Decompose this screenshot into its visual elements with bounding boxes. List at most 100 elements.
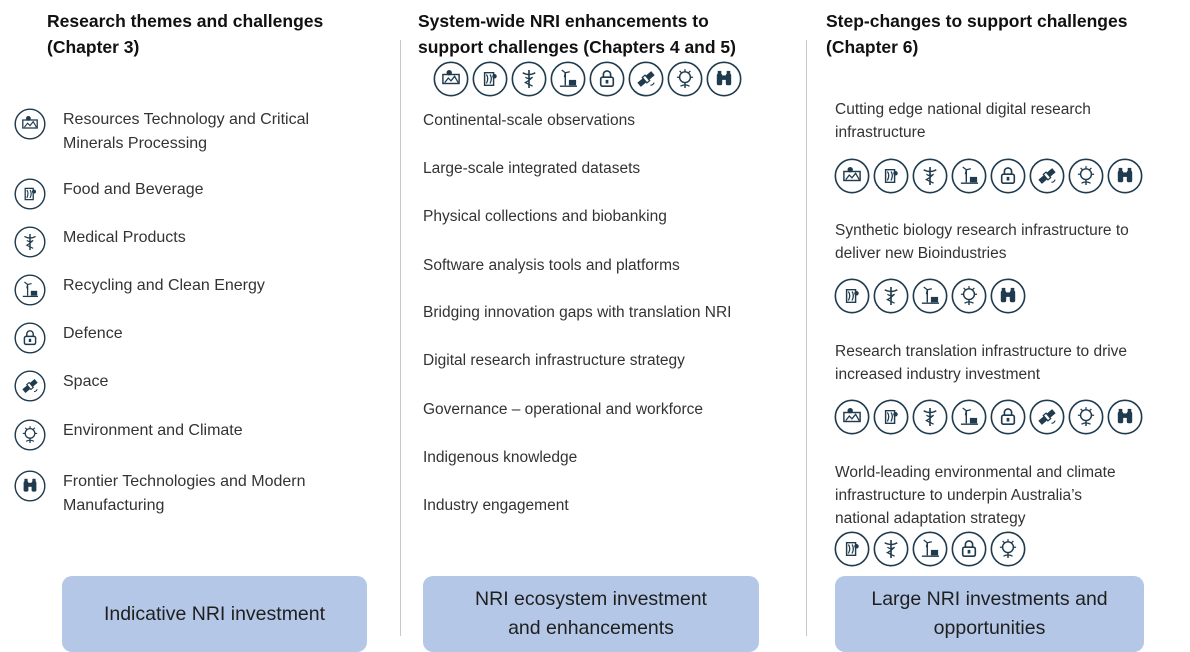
medical-icon — [873, 278, 909, 314]
theme-label: Defence — [63, 325, 123, 342]
medical-icon — [14, 226, 46, 258]
medical-icon — [873, 531, 909, 567]
step-change-line: increased industry investment — [835, 366, 1041, 383]
resources-icon — [834, 399, 870, 435]
defence-lock-icon — [951, 531, 987, 567]
recycling-energy-icon — [912, 278, 948, 314]
medical-icon — [912, 399, 948, 435]
middle-column-heading: System-wide NRI enhancements to support … — [418, 8, 736, 60]
theme-row-space: Space — [14, 370, 363, 402]
defence-lock-icon — [14, 322, 46, 354]
theme-label: Recycling and Clean Energy — [63, 277, 265, 294]
satellite-icon — [1029, 399, 1065, 435]
right-heading-line1: Step-changes to support challenges — [826, 11, 1128, 31]
theme-label-line2: Manufacturing — [63, 497, 165, 514]
enhancement-item: Continental-scale observations — [423, 112, 635, 129]
theme-row-food: Food and Beverage — [14, 178, 363, 210]
theme-row-frontier: Frontier Technologies and Modern Manufac… — [14, 470, 363, 518]
theme-label: Environment and Climate — [63, 422, 243, 439]
food-icon — [834, 531, 870, 567]
binoculars-icon — [1107, 399, 1143, 435]
enhancement-item: Indigenous knowledge — [423, 449, 578, 466]
ecosystem-investment-box: NRI ecosystem investment and enhancement… — [423, 576, 759, 652]
recycling-energy-icon — [951, 158, 987, 194]
step-change-title: World-leading environmental and climate … — [835, 461, 1190, 530]
step-change-line: national adaptation strategy — [835, 510, 1026, 527]
satellite-icon — [14, 370, 46, 402]
step-change-line: Research translation infrastructure to d… — [835, 343, 1128, 360]
large-investments-box: Large NRI investments and opportunities — [835, 576, 1144, 652]
environment-icon — [667, 61, 703, 97]
theme-label: Food and Beverage — [63, 181, 204, 198]
step-change-line: Synthetic biology research infrastructur… — [835, 222, 1129, 239]
theme-label: Resources Technology and Critical Minera… — [63, 108, 363, 156]
middle-heading-line1: System-wide NRI enhancements to — [418, 11, 709, 31]
theme-label-line2: Minerals Processing — [63, 135, 208, 152]
middle-icon-row — [433, 61, 745, 97]
theme-row-medical: Medical Products — [14, 226, 363, 258]
environment-icon — [1068, 158, 1104, 194]
recycling-energy-icon — [951, 399, 987, 435]
left-heading-line1: Research themes and challenges — [47, 11, 324, 31]
theme-label: Frontier Technologies and Modern Manufac… — [63, 470, 363, 518]
satellite-icon — [1029, 158, 1065, 194]
step-change-icon-row — [834, 278, 1029, 314]
binoculars-icon — [14, 470, 46, 502]
column-divider-left — [400, 40, 401, 636]
recycling-energy-icon — [912, 531, 948, 567]
step-change-title: Cutting edge national digital research i… — [835, 98, 1190, 144]
theme-row-recycling: Recycling and Clean Energy — [14, 274, 363, 306]
step-change-line: deliver new Bioindustries — [835, 245, 1007, 262]
theme-label: Space — [63, 373, 109, 390]
food-icon — [14, 178, 46, 210]
environment-icon — [990, 531, 1026, 567]
left-column-heading: Research themes and challenges (Chapter … — [47, 8, 323, 60]
step-change-title: Synthetic biology research infrastructur… — [835, 219, 1190, 265]
step-change-line: World-leading environmental and climate — [835, 464, 1116, 481]
box-label-line2: and enhancements — [508, 617, 674, 639]
medical-icon — [912, 158, 948, 194]
resources-icon — [834, 158, 870, 194]
enhancement-item: Industry engagement — [423, 497, 569, 514]
step-change-icon-row — [834, 158, 1146, 194]
step-change-line: infrastructure — [835, 124, 926, 141]
defence-lock-icon — [990, 158, 1026, 194]
left-heading-line2: (Chapter 3) — [47, 37, 140, 57]
enhancement-item: Digital research infrastructure strategy — [423, 352, 685, 369]
step-change-title: Research translation infrastructure to d… — [835, 340, 1190, 386]
indicative-investment-box: Indicative NRI investment — [62, 576, 367, 652]
environment-icon — [14, 419, 46, 451]
theme-label: Medical Products — [63, 229, 186, 246]
right-column-heading: Step-changes to support challenges (Chap… — [826, 8, 1127, 60]
satellite-icon — [628, 61, 664, 97]
theme-label-line1: Resources Technology and Critical — [63, 111, 310, 128]
food-icon — [873, 399, 909, 435]
recycling-energy-icon — [550, 61, 586, 97]
step-change-icon-row — [834, 531, 1029, 567]
binoculars-icon — [706, 61, 742, 97]
defence-lock-icon — [589, 61, 625, 97]
food-icon — [472, 61, 508, 97]
theme-label-line1: Frontier Technologies and Modern — [63, 473, 306, 490]
food-icon — [873, 158, 909, 194]
resources-icon — [14, 108, 46, 140]
binoculars-icon — [1107, 158, 1143, 194]
environment-icon — [1068, 399, 1104, 435]
enhancement-item: Large-scale integrated datasets — [423, 160, 641, 177]
theme-row-resources: Resources Technology and Critical Minera… — [14, 108, 363, 156]
binoculars-icon — [990, 278, 1026, 314]
theme-row-defence: Defence — [14, 322, 363, 354]
recycling-energy-icon — [14, 274, 46, 306]
step-change-icon-row — [834, 399, 1146, 435]
enhancement-item: Software analysis tools and platforms — [423, 257, 680, 274]
step-change-line: infrastructure to underpin Australia’s — [835, 487, 1082, 504]
box-label-line2: opportunities — [933, 617, 1046, 639]
column-divider-right — [806, 40, 807, 636]
box-label-line1: Large NRI investments and — [871, 588, 1108, 610]
enhancement-item: Physical collections and biobanking — [423, 208, 667, 225]
box-label-line1: NRI ecosystem investment — [475, 588, 707, 610]
theme-row-environment: Environment and Climate — [14, 419, 363, 451]
step-change-line: Cutting edge national digital research — [835, 101, 1091, 118]
food-icon — [834, 278, 870, 314]
enhancement-item: Governance – operational and workforce — [423, 401, 704, 418]
